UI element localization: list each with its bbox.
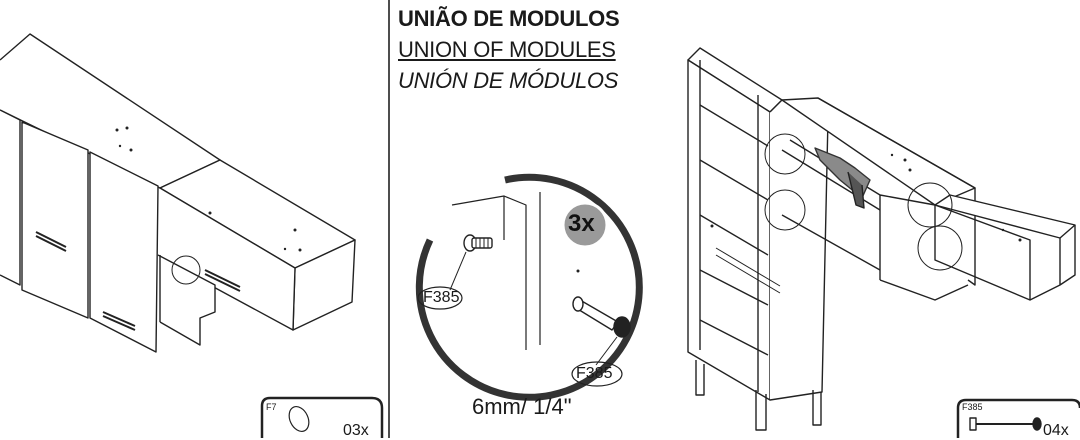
quantity-badge: 3x xyxy=(568,210,595,237)
module-row-drawing xyxy=(781,97,1076,301)
title-english: UNION OF MODULES xyxy=(398,37,616,62)
left-hardware-box xyxy=(260,396,384,438)
screw-top-icon xyxy=(463,234,493,252)
right-hardware-count: 04x xyxy=(1043,422,1069,439)
drill-size-label: 6mm/ 1/4" xyxy=(472,394,572,419)
left-hardware-count: 03x xyxy=(343,422,369,439)
part-label-bottom: F385 xyxy=(576,365,613,382)
left-hardware-code: F7 xyxy=(266,402,277,412)
right-hardware-box xyxy=(956,398,1080,438)
connector-bolt-icon xyxy=(969,417,1042,431)
zoom-detail xyxy=(415,173,643,401)
part-label-top: F385 xyxy=(423,289,460,306)
title-spanish: UNIÓN DE MÓDULOS xyxy=(398,68,619,93)
screw-bottom-icon xyxy=(572,296,631,338)
cam-lock-icon xyxy=(288,406,310,432)
left-cabinet-drawing xyxy=(0,33,356,353)
right-hardware-code: F385 xyxy=(962,402,983,412)
drill-icon xyxy=(814,147,871,209)
title-portuguese: UNIÃO DE MODULOS xyxy=(398,6,620,31)
